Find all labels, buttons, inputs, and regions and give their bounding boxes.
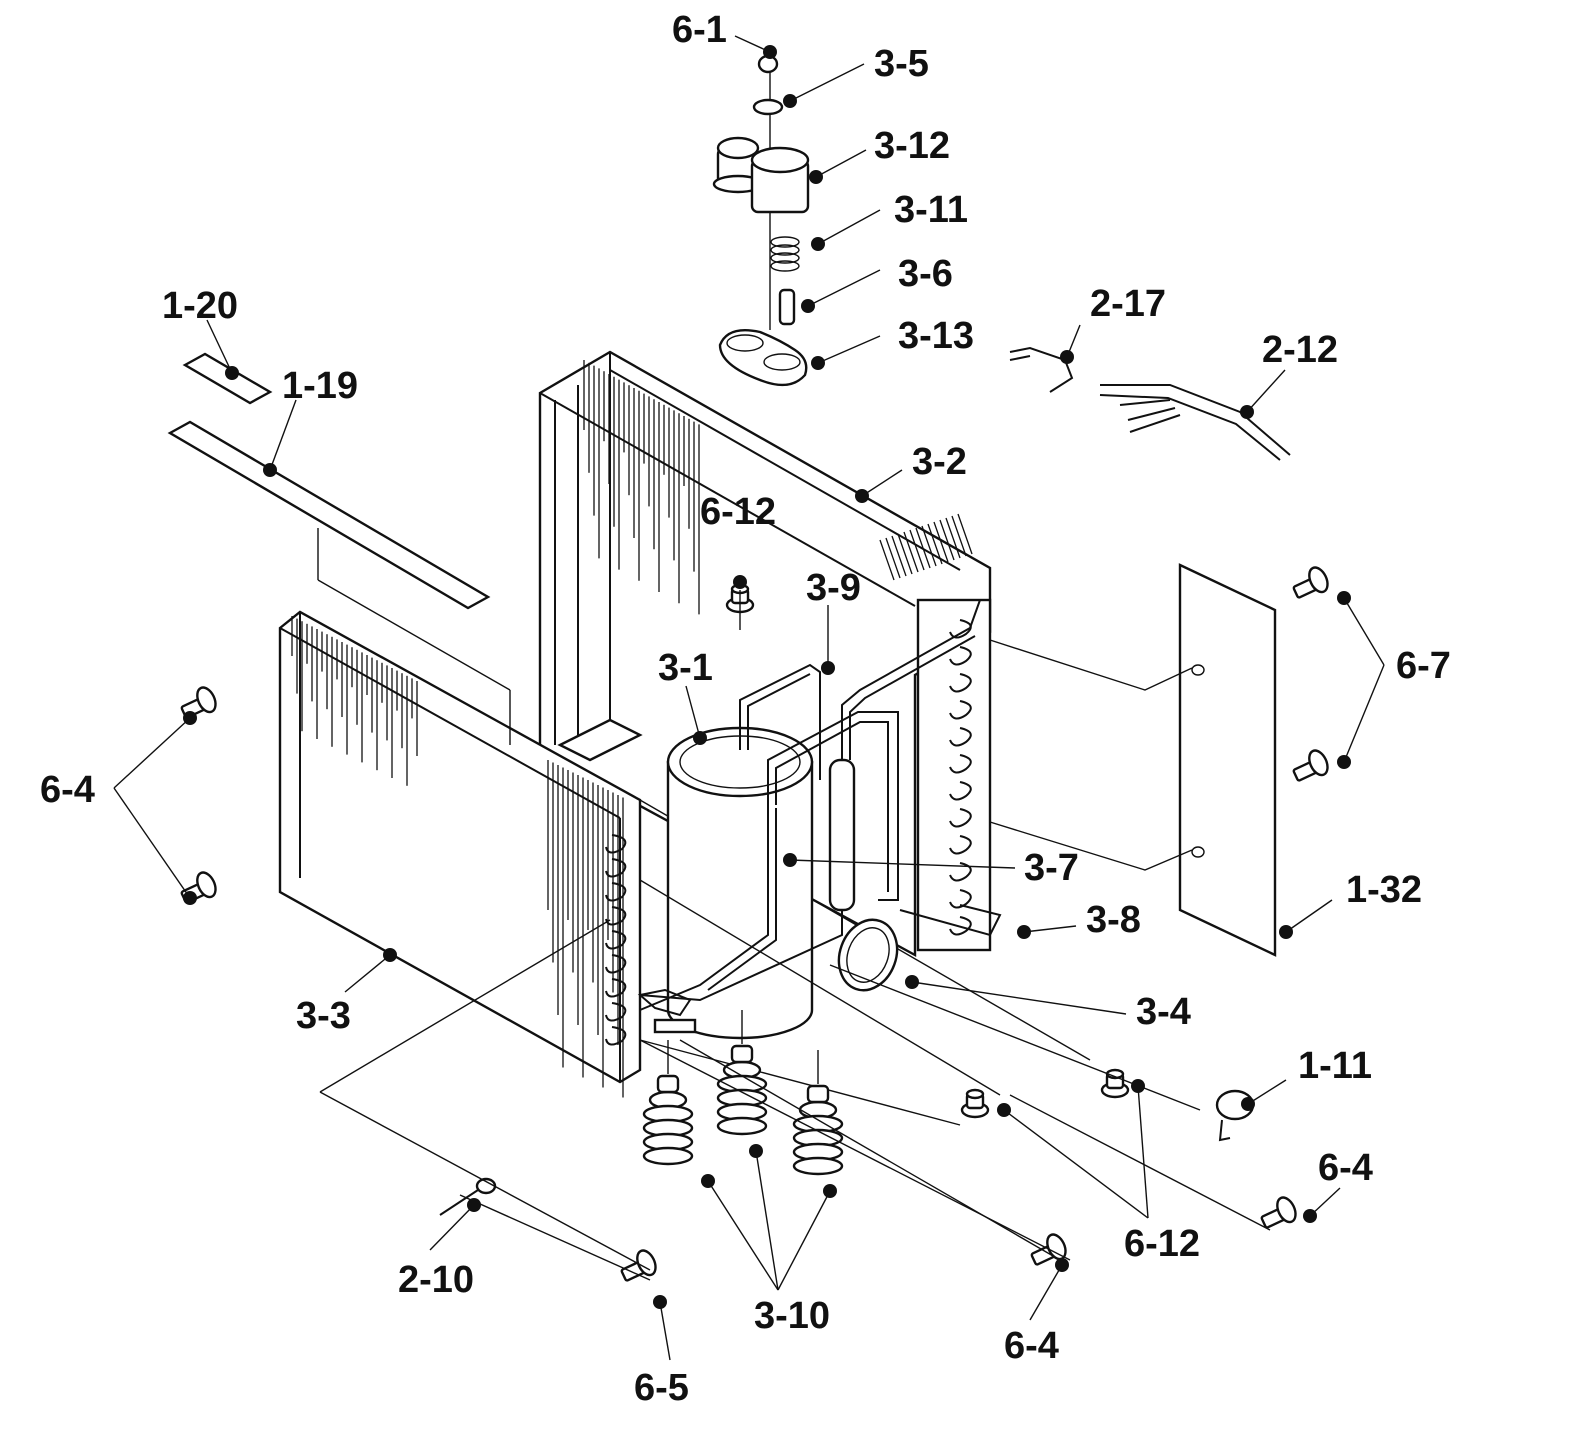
hardware — [180, 566, 1329, 1282]
label-3-4: 3-4 — [1136, 991, 1191, 1033]
label-3-3: 3-3 — [296, 995, 351, 1037]
label-6-5: 6-5 — [634, 1367, 689, 1409]
label-3-11: 3-11 — [894, 189, 968, 231]
label-6-12-top: 6-12 — [700, 491, 776, 533]
label-3-5: 3-5 — [874, 43, 929, 85]
reversing-valve-stack — [712, 54, 810, 387]
label-6-4-right: 6-4 — [1318, 1147, 1373, 1189]
label-3-13: 3-13 — [898, 315, 974, 357]
label-2-17: 2-17 — [1090, 283, 1166, 325]
label-2-10: 2-10 — [398, 1259, 474, 1301]
label-1-32: 1-32 — [1346, 869, 1422, 911]
condenser-coil-rear — [538, 350, 992, 958]
label-1-19: 1-19 — [282, 365, 358, 407]
compressor — [637, 599, 1002, 1040]
label-3-8: 3-8 — [1086, 899, 1141, 941]
evaporator-coil-front — [278, 610, 642, 1098]
callout-labels: 6-1 3-5 3-12 3-11 3-6 3-13 1-20 1-19 2-1… — [40, 9, 1451, 1409]
label-3-10: 3-10 — [754, 1295, 830, 1337]
label-6-12-bottom: 6-12 — [1124, 1223, 1200, 1265]
label-1-11: 1-11 — [1298, 1045, 1372, 1087]
label-3-2: 3-2 — [912, 441, 967, 483]
label-6-7: 6-7 — [1396, 645, 1451, 687]
label-3-6: 3-6 — [898, 253, 953, 295]
leader-lines — [113, 35, 1385, 1361]
label-3-1: 3-1 — [658, 647, 713, 689]
insulation-strips — [167, 352, 511, 745]
label-6-4-bottom: 6-4 — [1004, 1325, 1059, 1367]
grommets — [642, 1010, 844, 1176]
label-1-20: 1-20 — [162, 285, 238, 327]
callout-dots — [183, 45, 1351, 1309]
label-6-4-left: 6-4 — [40, 769, 95, 811]
label-3-7: 3-7 — [1024, 847, 1079, 889]
label-2-12: 2-12 — [1262, 329, 1338, 371]
label-3-9: 3-9 — [806, 567, 861, 609]
label-6-1: 6-1 — [672, 9, 727, 51]
label-3-12: 3-12 — [874, 125, 950, 167]
wiring — [1009, 346, 1291, 461]
side-panel — [989, 563, 1277, 957]
